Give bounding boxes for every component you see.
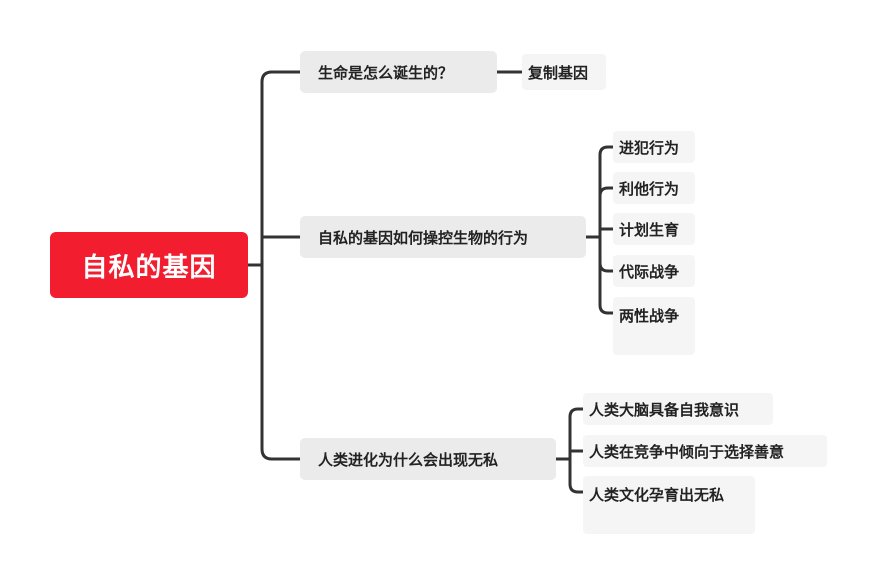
- leaf-node-label: 人类文化孕育出无私: [589, 486, 725, 504]
- leaf-node-replicator-gene[interactable]: 复制基因: [522, 54, 606, 90]
- root-node[interactable]: 自私的基因: [50, 232, 248, 298]
- leaf-node-label: 利他行为: [619, 179, 680, 198]
- leaf-node-self-awareness[interactable]: 人类大脑具备自我意识: [583, 393, 773, 425]
- connector-branch-2-leaf-5: [598, 235, 616, 315]
- branch-node-origin-of-life[interactable]: 生命是怎么诞生的？: [300, 51, 497, 93]
- branch-node-label: 人类进化为什么会出现无私: [318, 450, 499, 469]
- connector-root-branch-1: [260, 70, 302, 267]
- connector-branch-2-leaf-1: [598, 145, 616, 239]
- leaf-node-choose-kindness[interactable]: 人类在竞争中倾向于选择善意: [583, 435, 827, 467]
- leaf-node-family-planning[interactable]: 计划生育: [613, 213, 695, 245]
- leaf-node-label: 计划生育: [619, 220, 680, 239]
- leaf-node-altruism[interactable]: 利他行为: [613, 172, 695, 204]
- leaf-node-label: 进犯行为: [619, 138, 680, 157]
- connector-root-branch-3: [260, 263, 302, 461]
- leaf-node-aggression[interactable]: 进犯行为: [613, 131, 695, 163]
- branch-node-human-selflessness[interactable]: 人类进化为什么会出现无私: [300, 438, 556, 480]
- leaf-node-label: 代际战争: [619, 262, 680, 281]
- leaf-node-generational-war[interactable]: 代际战争: [613, 255, 695, 287]
- connector-branch-2-leaf-4: [598, 235, 616, 273]
- leaf-node-culture-selflessness[interactable]: 人类文化孕育出无私: [583, 476, 755, 534]
- leaf-node-battle-of-sexes[interactable]: 两性战争: [613, 297, 695, 355]
- root-node-label: 自私的基因: [81, 252, 217, 283]
- branch-node-label: 自私的基因如何操控生物的行为: [318, 228, 529, 247]
- branch-node-label: 生命是怎么诞生的？: [318, 63, 454, 82]
- connector-branch-3-leaf-1: [568, 407, 586, 461]
- leaf-node-label: 复制基因: [528, 63, 589, 82]
- leaf-node-label: 两性战争: [619, 307, 680, 325]
- connector-branch-3-leaf-3: [568, 457, 586, 494]
- connector-branch-2-leaf-2: [598, 186, 616, 239]
- leaf-node-label: 人类在竞争中倾向于选择善意: [589, 442, 785, 461]
- leaf-node-label: 人类大脑具备自我意识: [589, 400, 740, 419]
- branch-node-gene-behavior[interactable]: 自私的基因如何操控生物的行为: [300, 216, 586, 258]
